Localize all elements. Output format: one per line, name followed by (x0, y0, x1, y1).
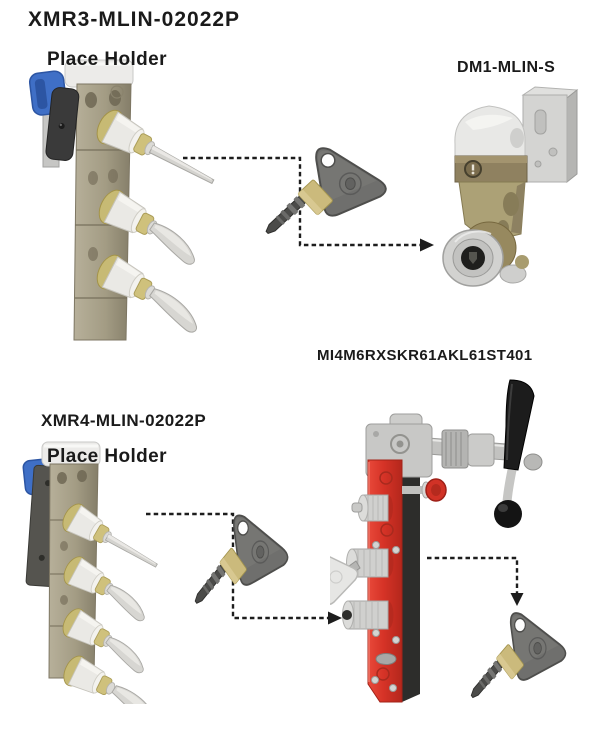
trapped-key-bottom-illustration (192, 514, 289, 608)
released-key-illustration (468, 612, 567, 703)
part-number-dm1: DM1-MLIN-S (457, 59, 556, 76)
trapped-key-top-illustration (262, 147, 387, 239)
dm1-lock-illustration (442, 86, 579, 287)
part-number-mi4m6: MI4M6RXSKR61AKL61ST401 (317, 347, 533, 364)
placeholder-note-top: Place Holder (47, 49, 167, 70)
part-number-xmr4: XMR4-MLIN-02022P (41, 411, 207, 430)
part-number-xmr3: XMR3-MLIN-02022P (28, 8, 241, 31)
mi4m6-interlock-illustration (330, 379, 543, 703)
placeholder-note-bottom: Place Holder (47, 446, 167, 467)
xmr4-lock-block-illustration (22, 441, 164, 704)
xmr3-lock-block-illustration (28, 59, 216, 341)
white-key-illustration (330, 556, 361, 606)
